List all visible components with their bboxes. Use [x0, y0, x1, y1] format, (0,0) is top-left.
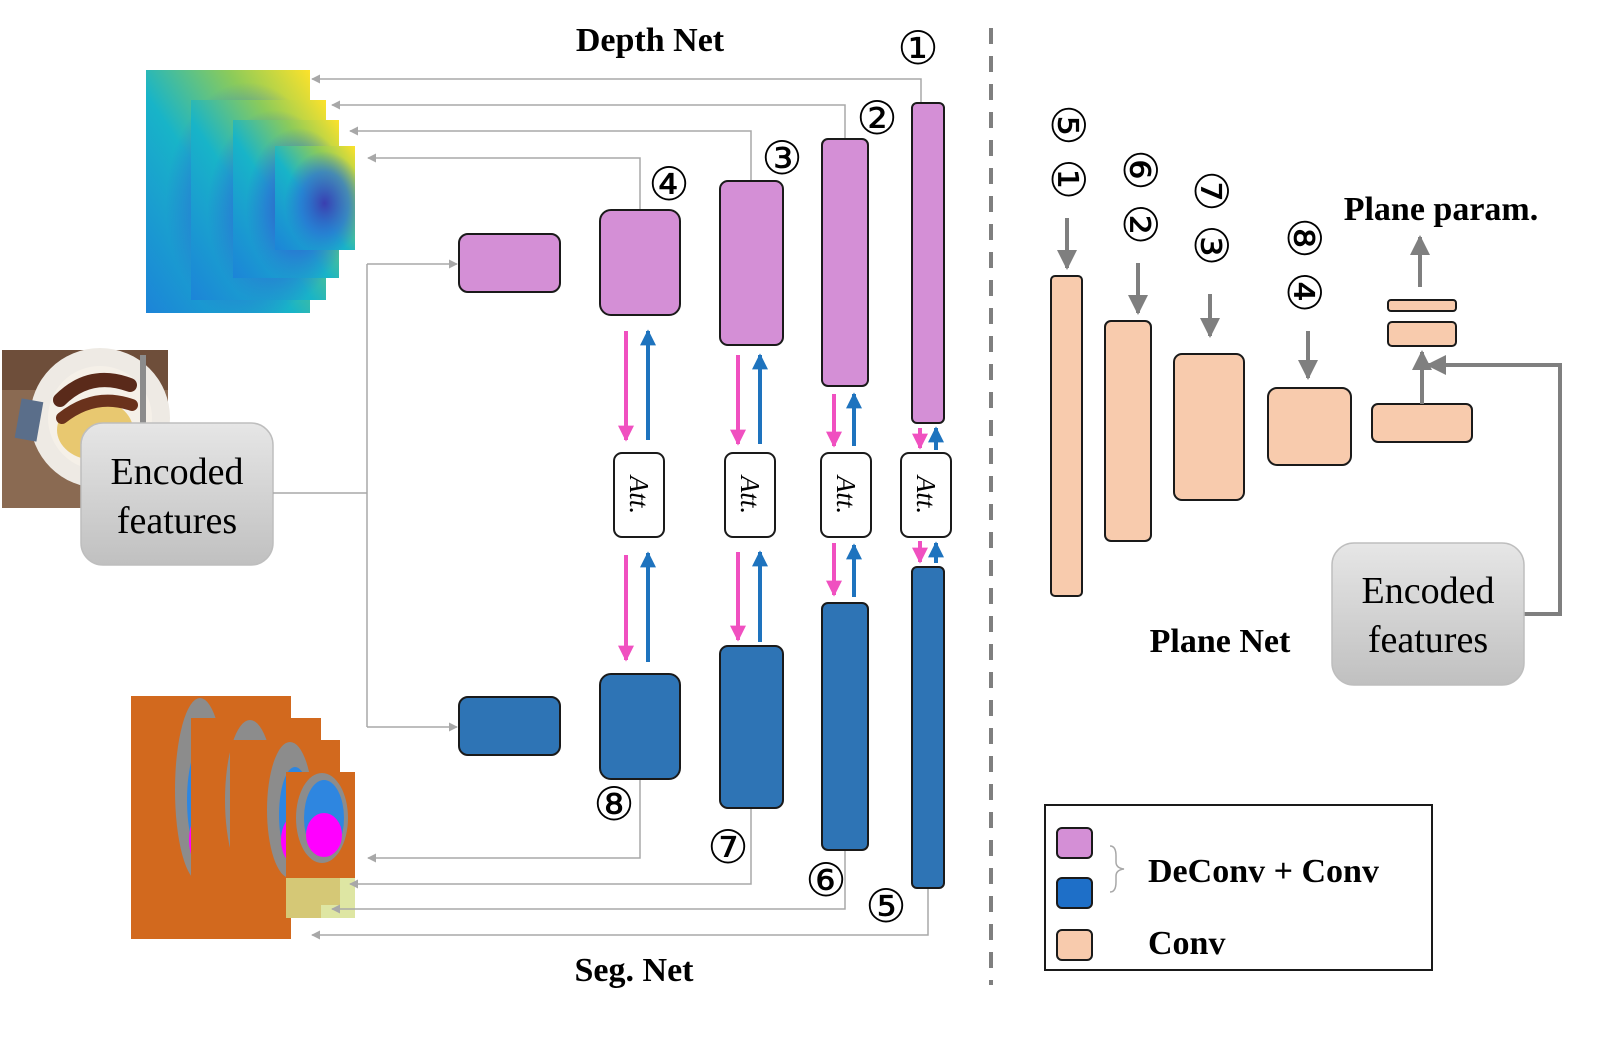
plane-block-2 — [1104, 320, 1152, 542]
depth-block-4 — [599, 209, 681, 316]
marker-depth-2: ② — [856, 93, 897, 144]
plane-param-title: Plane param. — [1344, 191, 1539, 228]
att-box-1: Att. — [900, 452, 952, 538]
depth-net-title: Depth Net — [576, 22, 725, 59]
att-box-2: Att. — [820, 452, 872, 538]
attention-modules: Att. Att. Att. Att. — [613, 452, 952, 538]
marker-seg-5: ⑤ — [865, 881, 906, 932]
marker-depth-1: ① — [897, 23, 938, 74]
stage-markers: ① ② ③ ④ ⑧ ⑦ ⑥ ⑤ — [593, 23, 938, 932]
marker-seg-8: ⑧ — [593, 779, 634, 830]
legend: DeConv + Conv Conv — [1044, 804, 1433, 971]
plane-input-4-b: ⑧ — [1279, 217, 1330, 258]
att-box-3: Att. — [724, 452, 776, 538]
legend-label-deconv-conv: DeConv + Conv — [1148, 853, 1379, 890]
plane-input-4-a: ④ — [1279, 272, 1330, 313]
seg-block-7 — [719, 645, 784, 809]
plane-net-blocks — [1050, 275, 1473, 597]
legend-swatch-conv — [1056, 929, 1093, 961]
plane-input-2: ② ⑥ — [1115, 149, 1166, 256]
plane-block-7 — [1387, 299, 1457, 312]
legend-label-conv: Conv — [1148, 925, 1225, 962]
depth-block-1 — [911, 102, 945, 424]
plane-input-3-b: ⑦ — [1186, 170, 1237, 211]
seg-net-title: Seg. Net — [575, 952, 695, 989]
marker-depth-4: ④ — [648, 159, 689, 210]
encoder-skip-lines — [273, 259, 458, 732]
plane-input-3-a: ③ — [1186, 225, 1237, 266]
depth-block-2 — [821, 138, 869, 387]
marker-seg-7: ⑦ — [707, 822, 748, 873]
plane-block-1 — [1050, 275, 1083, 597]
plane-net-input-labels: ① ⑤ ② ⑥ ③ ⑦ ④ ⑧ — [1043, 104, 1330, 324]
plane-net-title: Plane Net — [1150, 623, 1291, 660]
encoded-features-right-line1: Encoded — [1362, 570, 1495, 612]
encoded-features-right: Encoded features — [1331, 542, 1525, 686]
legend-swatch-seg — [1056, 877, 1093, 909]
depth-map-stack — [146, 70, 355, 313]
legend-brace — [1109, 845, 1125, 893]
plane-input-1: ① ⑤ — [1043, 104, 1094, 211]
segmentation-map-stack — [131, 696, 355, 939]
legend-swatch-depth — [1056, 827, 1093, 859]
seg-output-lines — [311, 779, 929, 940]
seg-block-5 — [911, 566, 945, 889]
plane-input-3: ③ ⑦ — [1186, 170, 1237, 277]
depth-block-3 — [719, 180, 784, 346]
encoded-features-right-line2: features — [1368, 619, 1488, 661]
plane-block-6 — [1387, 321, 1457, 347]
encoded-features-left-line1: Encoded — [111, 451, 244, 493]
encoded-features-left: Encoded features — [80, 422, 274, 566]
attention-arrows — [618, 329, 944, 662]
plane-input-1-b: ⑤ — [1043, 104, 1094, 145]
encoded-features-left-line2: features — [117, 500, 237, 542]
att-label-2: Att. — [831, 474, 861, 514]
att-label-3: Att. — [735, 474, 765, 514]
seg-block-0 — [458, 696, 561, 756]
marker-seg-6: ⑥ — [805, 855, 846, 906]
att-label-4: Att. — [624, 474, 654, 514]
att-label-1: Att. — [911, 474, 941, 514]
depth-blocks — [458, 102, 945, 424]
depth-output-lines — [311, 74, 922, 210]
plane-net-arrows — [1057, 218, 1562, 616]
seg-blocks — [458, 566, 945, 889]
seg-block-8 — [599, 673, 681, 780]
plane-block-4 — [1267, 387, 1352, 466]
depth-block-0 — [458, 233, 561, 293]
att-box-4: Att. — [613, 452, 665, 538]
plane-input-1-a: ① — [1043, 159, 1094, 200]
plane-block-3 — [1173, 353, 1245, 501]
plane-input-2-b: ⑥ — [1115, 149, 1166, 190]
seg-block-6 — [821, 602, 869, 851]
plane-block-5 — [1371, 403, 1473, 443]
marker-depth-3: ③ — [761, 133, 802, 184]
plane-input-4: ④ ⑧ — [1279, 217, 1330, 324]
plane-input-2-a: ② — [1115, 204, 1166, 245]
